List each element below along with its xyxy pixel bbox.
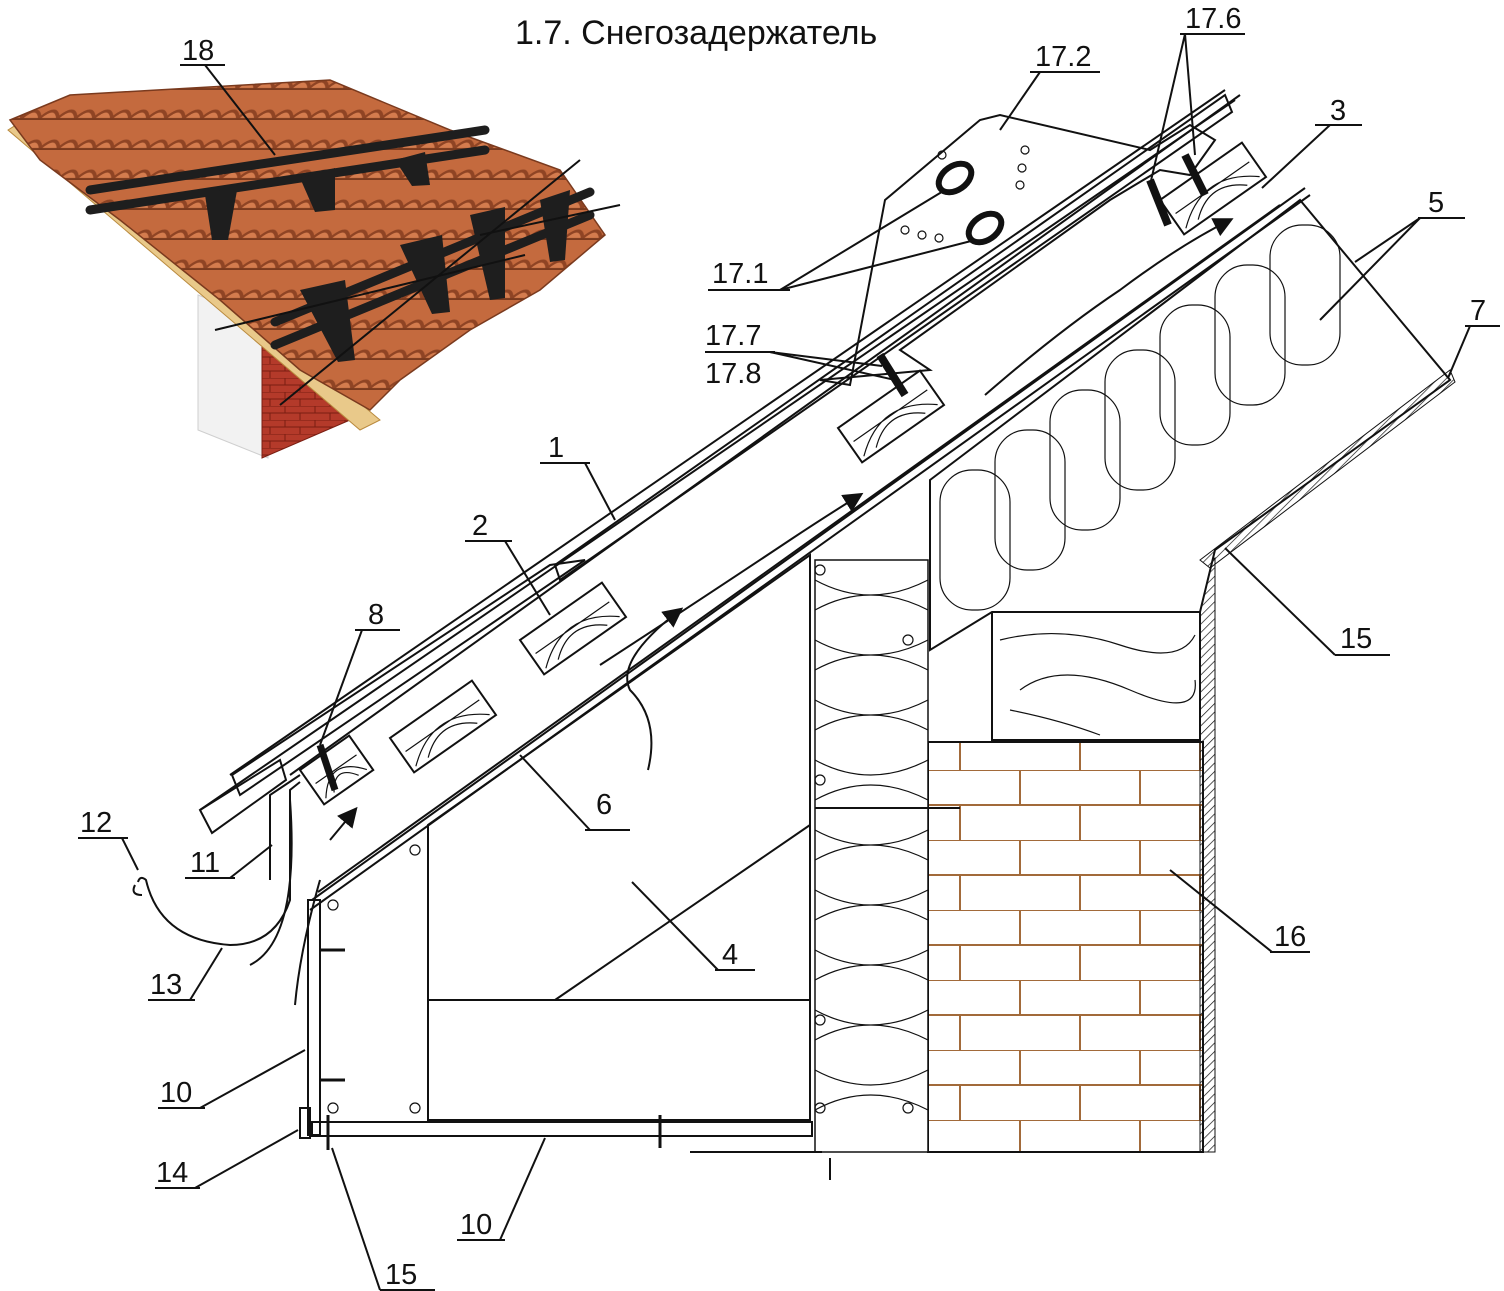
leader-10a-pointer (199, 1049, 306, 1109)
wall-insulation (814, 559, 929, 1153)
bracket-screws (316, 153, 1209, 792)
soffit-fascia (299, 553, 914, 1180)
tile-line-upper (229, 89, 1226, 776)
label-17-7: 17.7 (705, 320, 761, 352)
label-15a: 15 (385, 1259, 417, 1291)
label-10a: 10 (160, 1077, 192, 1109)
label-14: 14 (156, 1157, 188, 1189)
leader-7-pointer (1447, 325, 1471, 379)
leader-6-pointer (519, 754, 591, 831)
inset-leader-a (214, 254, 526, 331)
label-4: 4 (722, 939, 738, 971)
leader-13-pointer (189, 947, 223, 1001)
leader-15b-pointer (1224, 547, 1336, 656)
label-15b: 15 (1340, 623, 1372, 655)
leader-8-pointer (319, 629, 363, 746)
plaster-layer (1199, 557, 1216, 1153)
leader-4-diag (554, 824, 811, 1001)
leader-17-1-b (779, 239, 976, 291)
label-2: 2 (472, 510, 488, 542)
leader-10b-pointer (499, 1137, 546, 1241)
label-7: 7 (1470, 295, 1486, 327)
leader-18-pointer (204, 64, 276, 156)
timber-beam (991, 611, 1201, 741)
tile-line-lower (199, 99, 1236, 811)
tile-roof (8, 79, 607, 411)
brick-wall (927, 741, 1204, 1153)
leader-15a-pointer (331, 1147, 381, 1291)
label-6: 6 (596, 789, 612, 821)
membrane-line (311, 187, 1306, 901)
label-12: 12 (80, 807, 112, 839)
label-17-6: 17.6 (1185, 3, 1241, 35)
inset-leader-b (279, 159, 581, 406)
battens (298, 141, 1268, 806)
counter-batten-top (289, 94, 1241, 776)
vapor-barrier (1199, 369, 1456, 569)
leader-17-7-a (769, 351, 883, 367)
label-17-1: 17.1 (712, 258, 768, 290)
leader-11-pointer (229, 844, 273, 879)
label-10b: 10 (460, 1209, 492, 1241)
snow-guard-lower (270, 187, 595, 362)
label-3: 3 (1330, 95, 1346, 127)
label-18: 18 (182, 35, 214, 67)
leader-2-pointer (504, 540, 551, 616)
label-13: 13 (150, 969, 182, 1001)
leader-17-7-b (769, 351, 896, 381)
roof-insulation-cells (939, 224, 1341, 611)
timber-grain (999, 632, 1196, 736)
leader-17-6-b (1184, 33, 1196, 156)
label-1: 1 (548, 432, 564, 464)
label-11: 11 (190, 847, 220, 879)
leader-12-pointer (121, 837, 139, 871)
leader-14-pointer (194, 1129, 299, 1189)
inset-leader-c (479, 204, 621, 236)
leader-5-a (1354, 217, 1421, 263)
label-16: 16 (1274, 921, 1306, 953)
under-batten (317, 204, 1281, 893)
tile-plates (198, 93, 1234, 835)
leader-3-pointer (1261, 124, 1331, 189)
label-8: 8 (368, 599, 384, 631)
leader-1-pointer (584, 462, 616, 521)
label-5: 5 (1428, 187, 1444, 219)
leader-17-6-a (1149, 33, 1186, 186)
roof-illustration (7, 79, 621, 459)
leader-4-pointer (631, 881, 719, 971)
snow-guard-bracket (819, 113, 1217, 387)
airflow-arrows (249, 218, 1234, 1006)
page-title: 1.7. Снегозадержатель (515, 14, 878, 52)
leader-5-b (1319, 217, 1421, 321)
leader-17-2-pointer (999, 71, 1041, 131)
wall-insulation-pattern (814, 579, 929, 1111)
label-17-2: 17.2 (1035, 41, 1091, 73)
label-17-8: 17.8 (705, 358, 761, 390)
leader-16-pointer (1169, 869, 1273, 953)
snow-guard-upper (85, 125, 490, 240)
leader-17-1-a (779, 189, 946, 291)
gutter (132, 774, 301, 947)
